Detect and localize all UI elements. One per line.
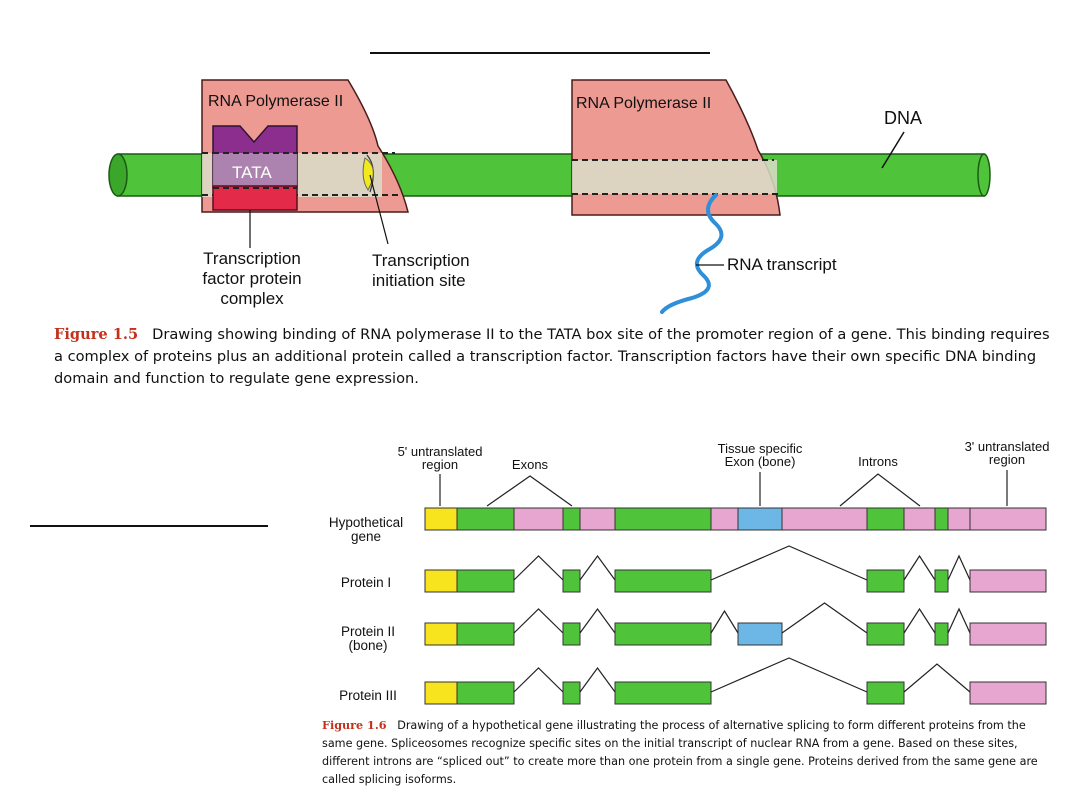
exon-segment — [456, 681, 515, 705]
label-tissue-specific-exon: Exon (bone) — [725, 454, 796, 469]
splice-junction — [781, 602, 868, 634]
splice-junction — [579, 554, 616, 581]
row-label-protein-3: Protein III — [339, 688, 397, 703]
label-introns: Introns — [858, 454, 898, 469]
splice-junction — [579, 607, 616, 634]
exon-segment — [866, 507, 905, 531]
svg-text:complex: complex — [220, 289, 284, 308]
exon-segment — [934, 622, 949, 646]
svg-text:Transcription: Transcription — [372, 251, 470, 270]
splice-junction — [947, 554, 971, 581]
exon-segment — [866, 681, 905, 705]
utr3-segment — [969, 681, 1047, 705]
figure-1-6-text: Drawing of a hypothetical gene illustrat… — [322, 719, 1038, 786]
dna-label: DNA — [884, 108, 922, 128]
label-3-utr: 3' untranslated — [965, 439, 1050, 454]
exon-segment — [562, 569, 581, 593]
exon-segment — [614, 569, 712, 593]
exon-segment — [866, 622, 905, 646]
row-label-protein-1: Protein I — [341, 575, 391, 590]
row-label-hypothetical-gene: gene — [351, 529, 381, 544]
tissue-exon-segment — [737, 622, 783, 646]
intron-segment — [579, 507, 616, 531]
intron-segment — [781, 507, 868, 531]
label-exons: Exons — [512, 457, 549, 472]
splice-junction — [903, 607, 936, 634]
row-label-protein-2: (bone) — [348, 638, 387, 653]
figure-1-5-caption: Figure 1.5 Drawing showing binding of RN… — [54, 324, 1054, 390]
intron-segment — [513, 507, 564, 531]
splice-junction — [710, 657, 868, 693]
exon-segment — [562, 507, 581, 531]
tata-label: TATA — [232, 163, 272, 182]
dna-pointer — [881, 131, 905, 169]
label-5-utr: 5' untranslated — [398, 444, 483, 459]
label-5-utr: region — [422, 457, 458, 472]
exon-segment — [562, 681, 581, 705]
splice-junction — [947, 607, 971, 634]
figure-1-6-label: Figure 1.6 — [322, 718, 387, 732]
utr3-segment — [969, 569, 1047, 593]
exon-segment — [934, 507, 949, 531]
exon-segment — [934, 569, 949, 593]
exon-segment — [614, 507, 712, 531]
polymerase-right — [571, 79, 781, 216]
exon-segment — [614, 681, 712, 705]
rna-transcript-label: RNA transcript — [727, 255, 837, 274]
exon-segment — [866, 569, 905, 593]
splice-junction — [513, 608, 564, 634]
polymerase-right-label: RNA Polymerase II — [576, 95, 711, 112]
label-tissue-specific-exon: Tissue specific — [718, 441, 803, 456]
pointer-introns — [839, 473, 921, 507]
utr5-segment — [424, 507, 458, 531]
row-label-protein-2: Protein II — [341, 624, 395, 639]
utr3-segment — [969, 622, 1047, 646]
intron-segment — [947, 507, 971, 531]
splice-junction — [903, 663, 971, 693]
left-rule — [30, 525, 268, 527]
utr5-segment — [424, 622, 458, 646]
tissue-exon-segment — [737, 507, 783, 531]
figure-1-5-label: Figure 1.5 — [54, 326, 139, 343]
exon-segment — [456, 622, 515, 646]
splice-junction — [710, 545, 868, 581]
utr5-segment — [424, 681, 458, 705]
splice-junction — [903, 554, 936, 581]
intron-segment — [903, 507, 936, 531]
svg-text:initiation site: initiation site — [372, 271, 466, 290]
exon-segment — [456, 507, 515, 531]
intron-segment — [710, 507, 739, 531]
top-rule — [370, 52, 710, 54]
figure-1-6-caption: Figure 1.6 Drawing of a hypothetical gen… — [322, 716, 1058, 789]
initiation-pointer — [369, 174, 389, 245]
rna-transcript-strand — [660, 193, 724, 314]
utr3-segment — [969, 507, 1047, 531]
transcription-factor-complex — [212, 125, 298, 211]
splice-junction — [513, 555, 564, 581]
label-3-utr: region — [989, 452, 1025, 467]
initiation-label: Transcription initiation site — [372, 251, 470, 290]
exon-segment — [456, 569, 515, 593]
figure-1-5-text: Drawing showing binding of RNA polymeras… — [54, 326, 1050, 387]
row-label-hypothetical-gene: Hypothetical — [329, 515, 403, 530]
exon-segment — [614, 622, 712, 646]
svg-text:Transcription: Transcription — [203, 249, 301, 268]
splice-junction — [579, 666, 616, 693]
factor-label: Transcription factor protein complex — [202, 249, 301, 308]
polymerase-left-label: RNA Polymerase II — [208, 93, 343, 110]
utr5-segment — [424, 569, 458, 593]
initiation-site-marker — [362, 157, 374, 191]
pointer-exons — [486, 475, 573, 507]
splice-junction — [710, 609, 739, 634]
exon-segment — [562, 622, 581, 646]
splice-junction — [513, 667, 564, 693]
svg-text:factor protein: factor protein — [202, 269, 301, 288]
